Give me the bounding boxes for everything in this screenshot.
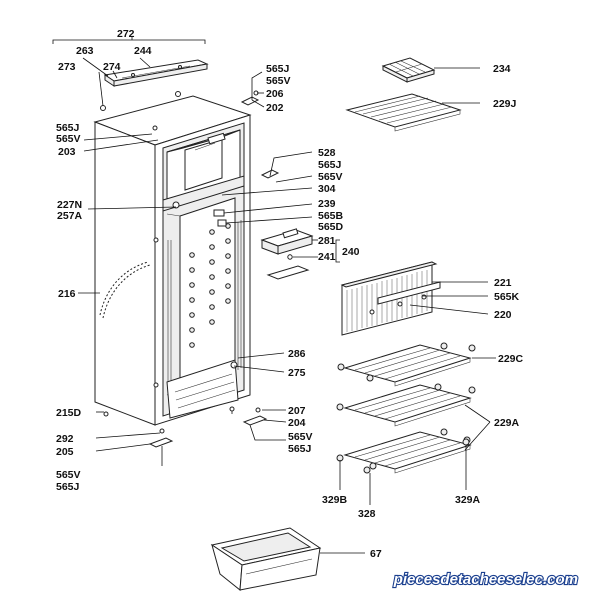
label-204: 204 bbox=[288, 417, 306, 429]
label-221: 221 bbox=[494, 277, 512, 289]
wire-shelf-229j bbox=[345, 93, 462, 132]
label-206: 206 bbox=[266, 88, 284, 100]
label-565d: 565D bbox=[318, 221, 344, 233]
wire-shelf-229c bbox=[337, 342, 476, 387]
label-565v: 565V bbox=[288, 431, 313, 443]
label-241: 241 bbox=[318, 251, 336, 263]
label-281: 281 bbox=[318, 235, 336, 247]
label-229j: 229J bbox=[493, 98, 517, 110]
label-286: 286 bbox=[288, 348, 306, 360]
label-272: 272 bbox=[117, 28, 135, 40]
label-328: 328 bbox=[358, 508, 376, 520]
wire-shelf-229a-upper bbox=[336, 383, 476, 427]
wire-shelf-229a-lower bbox=[336, 428, 472, 474]
label-229c: 229C bbox=[498, 353, 524, 365]
evaporator-plate bbox=[340, 261, 441, 336]
label-275: 275 bbox=[288, 367, 306, 379]
label-528: 528 bbox=[318, 147, 336, 159]
label-304: 304 bbox=[318, 183, 336, 195]
ice-tray-234 bbox=[381, 57, 436, 83]
label-329a: 329A bbox=[455, 494, 481, 506]
label-565v: 565V bbox=[318, 171, 343, 183]
label-67: 67 bbox=[370, 548, 382, 560]
label-263: 263 bbox=[76, 45, 94, 57]
label-220: 220 bbox=[494, 309, 512, 321]
label-565v: 565V bbox=[56, 133, 81, 145]
label-240: 240 bbox=[342, 246, 360, 258]
lamp-housing-281 bbox=[260, 228, 314, 280]
label-565j: 565J bbox=[56, 481, 80, 493]
label-565v: 565V bbox=[56, 469, 81, 481]
label-329b: 329B bbox=[322, 494, 348, 506]
bottom-hinge-left bbox=[148, 428, 174, 466]
top-trim-strip bbox=[103, 59, 209, 87]
label-292: 292 bbox=[56, 433, 74, 445]
label-207: 207 bbox=[288, 405, 306, 417]
crisper-drawer-67 bbox=[210, 527, 322, 591]
label-227n: 227N bbox=[57, 199, 82, 211]
label-205: 205 bbox=[56, 446, 74, 458]
label-257a: 257A bbox=[57, 210, 83, 222]
label-274: 274 bbox=[103, 61, 121, 73]
bracket-528 bbox=[260, 151, 313, 183]
label-565k: 565K bbox=[494, 291, 520, 303]
top-hinge bbox=[240, 71, 265, 108]
label-203: 203 bbox=[58, 146, 76, 158]
label-565j: 565J bbox=[288, 443, 312, 455]
label-244: 244 bbox=[134, 45, 152, 57]
label-565j: 565J bbox=[318, 159, 342, 171]
label-565v: 565V bbox=[266, 75, 291, 87]
watermark-text: piecesdetacheeselec.com bbox=[393, 571, 578, 588]
label-229a: 229A bbox=[494, 417, 520, 429]
label-202: 202 bbox=[266, 102, 284, 114]
bracket-272 bbox=[52, 36, 206, 44]
label-234: 234 bbox=[493, 63, 511, 75]
label-273: 273 bbox=[58, 61, 76, 73]
bottom-hinge-right bbox=[242, 407, 268, 426]
refrigerator-cabinet bbox=[93, 91, 252, 426]
label-565b: 565B bbox=[318, 210, 344, 222]
label-565j: 565J bbox=[56, 122, 80, 134]
label-565j: 565J bbox=[266, 63, 290, 75]
label-216: 216 bbox=[58, 288, 76, 300]
label-215d: 215D bbox=[56, 407, 82, 419]
label-239: 239 bbox=[318, 198, 336, 210]
